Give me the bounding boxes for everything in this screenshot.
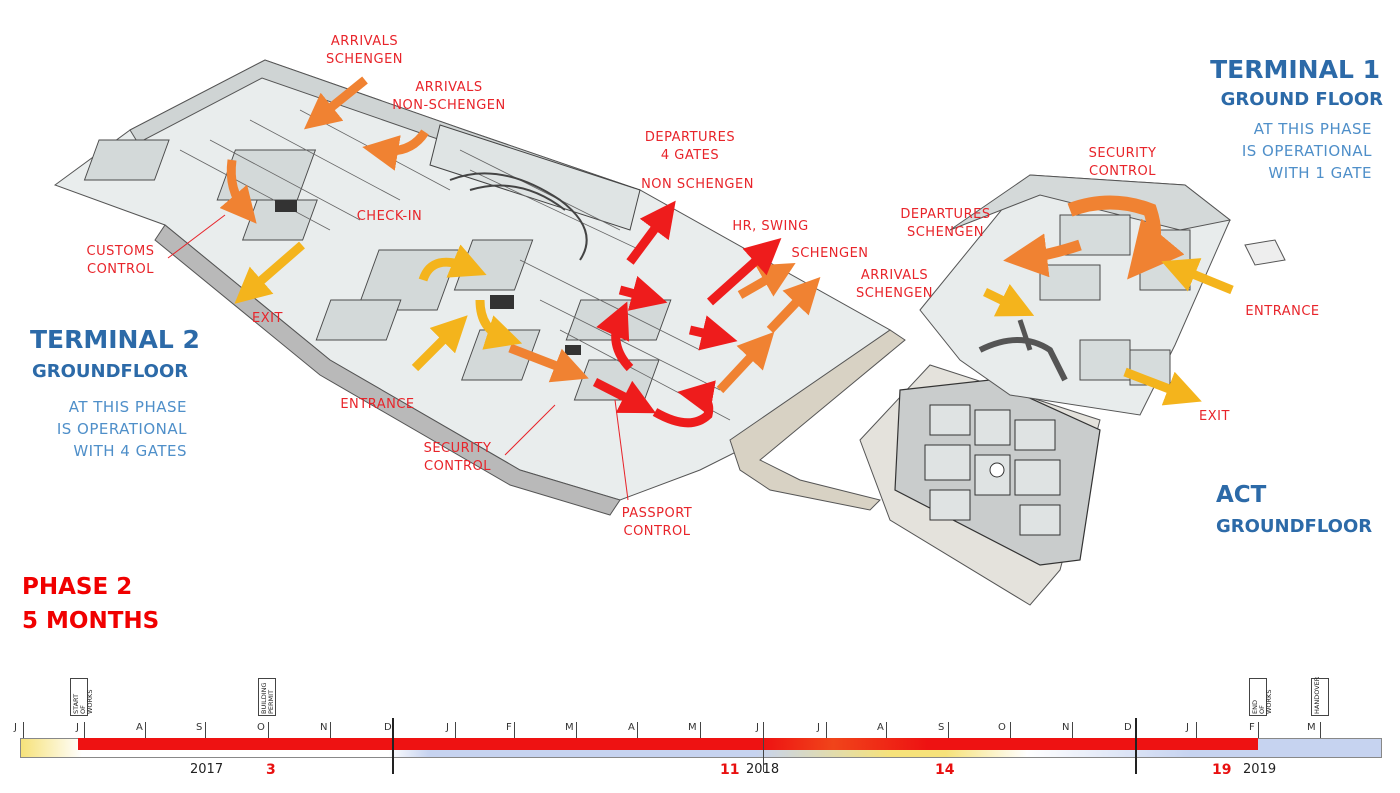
month-tick: [826, 722, 827, 738]
month-tick: [763, 722, 764, 772]
act-subtitle: GROUNDFLOOR: [1216, 516, 1373, 537]
month-tick: [948, 722, 949, 738]
terminal-2-subtitle: GROUNDFLOOR: [32, 361, 189, 382]
month-tick: [268, 722, 269, 738]
month-tick: [455, 722, 456, 738]
terminal-1-description: AT THIS PHASE IS OPERATIONAL WITH 1 GATE: [1241, 120, 1372, 182]
month-tick: [330, 722, 331, 738]
phase-duration: 5 MONTHS: [22, 608, 160, 634]
month-tick: [700, 722, 701, 738]
month-label: J: [14, 722, 17, 733]
label-hr-swing: HR, SWING: [732, 219, 809, 234]
label-arrivals-schengen-t2: ARRIVALS SCHENGEN: [325, 34, 404, 67]
label-arrivals-schengen-t1: ARRIVALS SCHENGEN: [855, 268, 934, 301]
label-non-schengen: NON SCHENGEN: [641, 177, 754, 192]
phase-title: PHASE 2: [22, 574, 133, 600]
month-tick: [637, 722, 638, 738]
label-security-control-t2: SECURITY CONTROL: [423, 441, 492, 474]
label-exit-t2: EXIT: [252, 311, 283, 326]
month-label: M: [1307, 722, 1316, 733]
month-label: J: [446, 722, 449, 733]
month-label: S: [938, 722, 945, 733]
month-tick: [84, 722, 85, 738]
label-passport-control: PASSPORT CONTROL: [621, 506, 693, 539]
label-security-control-t1: SECURITY CONTROL: [1088, 146, 1157, 179]
flow-arrows-orange: [219, 76, 1185, 394]
label-check-in: CHECK-IN: [356, 209, 423, 224]
week-number: 19: [1212, 762, 1232, 778]
terminal-2-description: AT THIS PHASE IS OPERATIONAL WITH 4 GATE…: [56, 398, 187, 460]
month-label: A: [877, 722, 884, 733]
month-tick: [1258, 722, 1259, 738]
terminal-1-title: TERMINAL 1: [1210, 55, 1380, 84]
flow-arrows-red: [592, 200, 782, 428]
timeline-active-bar: [78, 738, 1258, 750]
year-label-2017: 2017: [190, 762, 224, 777]
month-tick: [1196, 722, 1197, 738]
milestone-building-permit: BUILDING PERMIT: [258, 678, 276, 716]
month-tick: [1320, 722, 1321, 738]
month-tick: [576, 722, 577, 738]
flow-arrows-yellow: [234, 241, 1234, 406]
week-number: 11: [720, 762, 740, 778]
leader-lines: [167, 214, 629, 501]
label-entrance-t1: ENTRANCE: [1245, 304, 1320, 319]
month-label: O: [257, 722, 265, 733]
label-customs-control: CUSTOMS CONTROL: [86, 244, 155, 277]
label-entrance-t2: ENTRANCE: [340, 397, 415, 412]
month-label: F: [1249, 722, 1255, 733]
label-exit-t1: EXIT: [1199, 409, 1230, 424]
month-tick: [514, 722, 515, 738]
milestone-start-of-works: START OF WORKS: [70, 678, 94, 716]
week-number: 3: [266, 762, 276, 778]
month-label: J: [756, 722, 759, 733]
label-departures-schengen: DEPARTURES SCHENGEN: [900, 207, 991, 240]
month-label: J: [1186, 722, 1189, 733]
year-label-2018: 2018: [746, 762, 780, 777]
label-arrivals-non-schengen: ARRIVALS NON-SCHENGEN: [392, 80, 506, 113]
year-divider: [1135, 718, 1137, 774]
milestone-handover: HANDOVER: [1311, 677, 1329, 716]
month-tick: [1010, 722, 1011, 738]
month-label: M: [688, 722, 697, 733]
month-tick: [23, 722, 24, 738]
month-tick: [1072, 722, 1073, 738]
act-title: ACT: [1216, 482, 1267, 508]
label-departures-4-gates: DEPARTURES 4 GATES: [644, 130, 736, 163]
milestone-end-of-works: END OF WORKS: [1249, 678, 1273, 716]
month-label: F: [506, 722, 512, 733]
month-label: D: [384, 722, 392, 733]
act-building: [859, 364, 1101, 606]
label-schengen: SCHENGEN: [791, 246, 869, 261]
airport-isometric-plan: [53, 59, 1286, 606]
year-divider: [392, 718, 394, 774]
month-label: S: [196, 722, 203, 733]
year-label-2019: 2019: [1243, 762, 1277, 777]
month-label: J: [817, 722, 820, 733]
week-number: 14: [935, 762, 955, 778]
month-label: N: [320, 722, 328, 733]
month-label: M: [565, 722, 574, 733]
month-tick: [205, 722, 206, 738]
month-label: D: [1124, 722, 1132, 733]
month-label: A: [136, 722, 143, 733]
month-tick: [145, 722, 146, 738]
month-tick: [886, 722, 887, 738]
terminal-1-subtitle: GROUND FLOOR: [1220, 89, 1383, 110]
month-label: J: [76, 722, 79, 733]
month-label: A: [628, 722, 635, 733]
month-label: O: [998, 722, 1006, 733]
terminal-2-title: TERMINAL 2: [30, 325, 200, 354]
month-label: N: [1062, 722, 1070, 733]
